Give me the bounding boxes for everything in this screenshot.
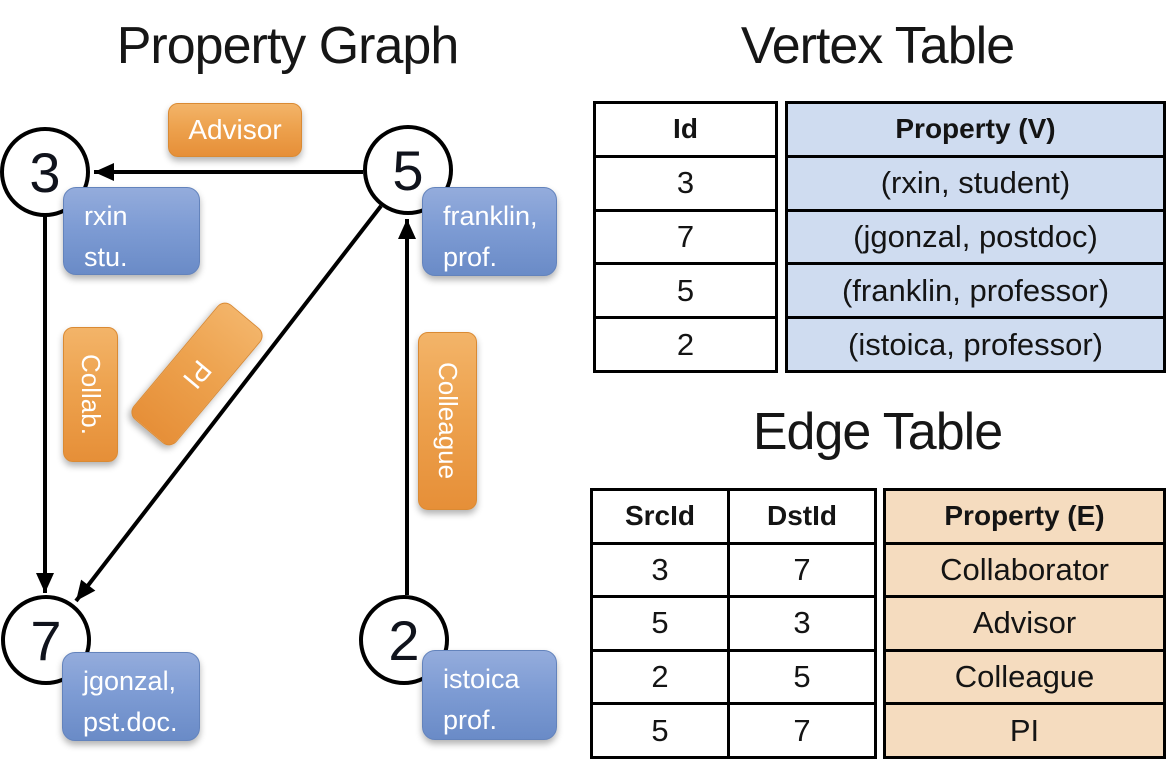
edge-label-colleague: Colleague	[418, 332, 477, 510]
vertex-id-cell: 2	[676, 326, 695, 362]
edge-table-property-column: Property (E) Collaborator Advisor Collea…	[883, 488, 1166, 759]
column-header-id: Id	[673, 113, 698, 145]
property-line: prof.	[443, 241, 498, 272]
vertex-property-cell: (rxin, student)	[880, 165, 1071, 201]
vertex-property-cell: (franklin, professor)	[841, 272, 1110, 308]
vertex-table-id-column: Id 3 7 5 2	[593, 101, 778, 373]
vertex-property-box-jgonzal: jgonzal, pst.doc.	[62, 652, 200, 741]
edge-property-cell: Colleague	[954, 659, 1095, 695]
vertex-property-cell: (jgonzal, postdoc)	[853, 218, 1098, 254]
edge-label-advisor: Advisor	[168, 103, 302, 157]
vertex-property-box-istoica: istoica prof.	[422, 650, 557, 740]
edge-5-7-pi	[74, 204, 383, 603]
edge-src-cell: 5	[651, 605, 669, 641]
vertex-node-2: 2	[359, 595, 449, 685]
edge-dst-cell: 7	[727, 544, 874, 596]
edge-label-text: Advisor	[188, 114, 282, 145]
edge-dst-cell: 7	[727, 705, 874, 756]
property-line: jgonzal,	[83, 666, 177, 696]
property-line: franklin,	[443, 201, 538, 231]
edge-table-id-columns: SrcId DstId 3 7 5 3 2 5 5 7	[590, 488, 877, 759]
edge-dst-cell: 5	[727, 651, 874, 703]
edge-property-cell: Collaborator	[940, 551, 1109, 587]
edge-table-title: Edge Table	[752, 403, 1003, 461]
property-line: rxin	[84, 201, 128, 231]
edge-dst-cell: 3	[727, 598, 874, 649]
edge-src-cell: 2	[651, 659, 669, 695]
vertex-node-5: 5	[363, 125, 453, 215]
graph-edges	[36, 163, 416, 603]
edge-property-cell: Advisor	[972, 605, 1077, 641]
node-id: 2	[388, 608, 420, 672]
vertex-property-cell: (istoica, professor)	[848, 326, 1103, 362]
vertex-id-cell: 3	[676, 165, 695, 201]
edge-label-text: Collab.	[76, 354, 106, 435]
column-header-srcid: SrcId	[624, 500, 696, 532]
vertex-property-box-rxin: rxin stu.	[63, 187, 200, 275]
column-header-property-e: Property (E)	[944, 500, 1105, 532]
node-id: 5	[392, 138, 424, 202]
edge-src-cell: 3	[651, 551, 669, 587]
vertex-table-title: Vertex Table	[740, 17, 1015, 75]
property-line: pst.doc.	[83, 706, 178, 737]
edge-label-collab: Collab.	[63, 327, 118, 462]
vertex-property-box-franklin: franklin, prof.	[422, 187, 557, 276]
vertex-table-property-column: Property (V) (rxin, student) (jgonzal, p…	[785, 101, 1166, 373]
property-graph-title: Property Graph	[116, 17, 460, 75]
property-line: istoica	[443, 664, 520, 694]
vertex-id-cell: 7	[676, 218, 695, 254]
node-id: 3	[29, 140, 61, 204]
vertex-id-cell: 5	[676, 272, 695, 308]
edge-label-text: PI	[177, 354, 218, 395]
edge-label-text: Colleague	[433, 362, 463, 480]
edge-property-cell: PI	[1009, 712, 1040, 748]
column-header-dstid: DstId	[727, 491, 874, 542]
edge-src-cell: 5	[651, 712, 669, 748]
column-header-property-v: Property (V)	[895, 113, 1056, 145]
property-line: prof.	[443, 704, 498, 735]
property-line: stu.	[84, 241, 128, 272]
node-id: 7	[30, 608, 62, 672]
